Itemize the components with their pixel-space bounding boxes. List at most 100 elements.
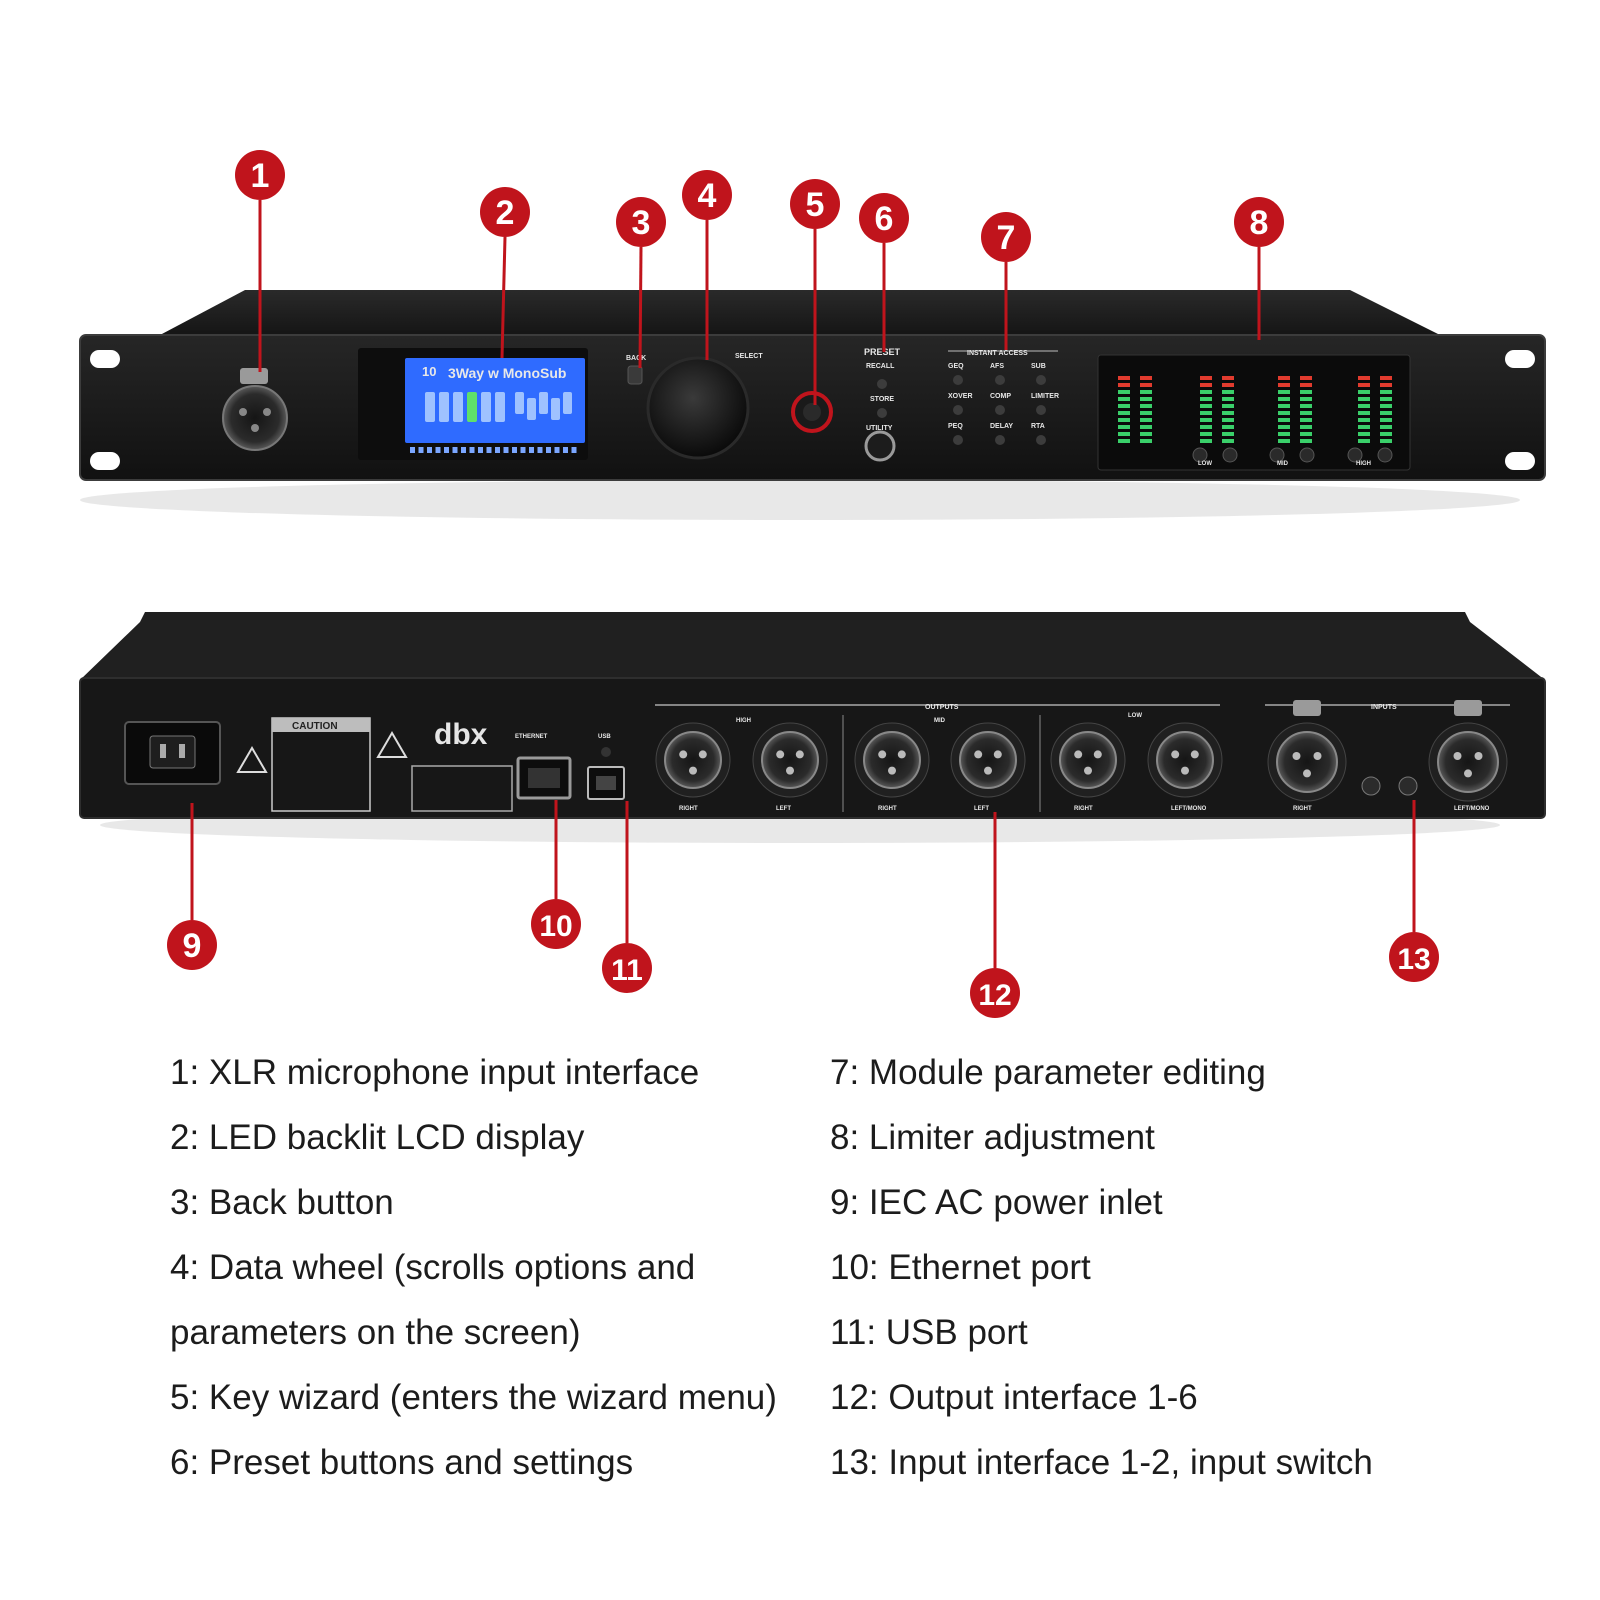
instant-access-button[interactable] — [995, 375, 1005, 385]
legend-item-4: 4: Data wheel (scrolls options and — [170, 1248, 696, 1287]
callout-number: 9 — [183, 927, 202, 965]
input-jack-label: RIGHT — [1293, 806, 1312, 812]
instant-access-button[interactable] — [1036, 435, 1046, 445]
svg-text:LOW: LOW — [1128, 713, 1142, 719]
legend-item-13: 13: Input interface 1-2, input switch — [830, 1443, 1373, 1482]
caution-label: CAUTION — [236, 717, 408, 812]
legend-item-2: 2: LED backlit LCD display — [170, 1118, 585, 1157]
callout-number: 4 — [698, 177, 717, 215]
instant-access-button[interactable] — [1036, 375, 1046, 385]
legend-item-5: 5: Key wizard (enters the wizard menu) — [170, 1378, 777, 1417]
instant-access-label: COMP — [990, 393, 1011, 400]
output-xlr-jack — [950, 722, 1026, 798]
instant-access-button[interactable] — [953, 435, 963, 445]
output-xlr-jack — [752, 722, 828, 798]
instant-access-label: LIMITER — [1031, 393, 1059, 400]
front-xlr-connector — [222, 368, 288, 451]
svg-text:OUTPUTS: OUTPUTS — [925, 704, 959, 711]
input-jack-label: LEFT/MONO — [1454, 806, 1490, 812]
back-button[interactable]: BACK — [626, 355, 646, 385]
svg-text:UTILITY: UTILITY — [866, 425, 893, 432]
lcd-title: 3Way w MonoSub — [448, 365, 566, 381]
callout-number: 2 — [496, 194, 515, 232]
callout-marker: 7 — [981, 212, 1031, 262]
usb-port: USB — [587, 734, 625, 800]
callout-marker: 10 — [531, 899, 581, 949]
callout-marker: 13 — [1389, 932, 1439, 982]
callout-number: 5 — [806, 186, 825, 224]
legend-item-1: 1: XLR microphone input interface — [170, 1053, 700, 1092]
svg-text:MID: MID — [1277, 461, 1289, 467]
instant-access-section: INSTANT ACCESS GEQ AFS SUB XOVER COMP LIMITER… — [948, 350, 1059, 445]
brand-logo: dbx — [434, 718, 488, 751]
callout-marker: 11 — [602, 943, 652, 993]
lcd-graphics — [410, 392, 577, 453]
wizard-button[interactable] — [791, 391, 833, 433]
callout-leaders — [190, 200, 1416, 968]
instant-access-button[interactable] — [953, 375, 963, 385]
callout-marker: 12 — [970, 968, 1020, 1018]
callout-marker: 9 — [167, 920, 217, 970]
legend-item-8: 8: Limiter adjustment — [830, 1118, 1155, 1157]
svg-text:LOW: LOW — [1198, 461, 1212, 467]
callout-leader-line — [638, 246, 643, 369]
instant-access-label: DELAY — [990, 423, 1013, 430]
instant-access-button[interactable] — [995, 405, 1005, 415]
output-xlr-jack — [854, 722, 930, 798]
instant-access-label: AFS — [990, 363, 1004, 370]
instant-access-button[interactable] — [1036, 405, 1046, 415]
svg-text:BACK: BACK — [626, 355, 646, 362]
instant-access-label: SUB — [1031, 363, 1046, 370]
callout-marker: 4 — [682, 170, 732, 220]
output-xlr-jack — [655, 722, 731, 798]
callout-marker: 1 — [235, 150, 285, 200]
legend-right-column: 7: Module parameter editing 8: Limiter a… — [830, 1040, 1470, 1495]
utility-button[interactable] — [864, 430, 896, 462]
input-xlr-jack — [1428, 722, 1508, 802]
svg-text:MID: MID — [934, 718, 946, 724]
instant-access-label: RTA — [1031, 423, 1045, 430]
output-jack-label: LEFT/MONO — [1171, 806, 1207, 812]
preset-section: PRESET RECALL STORE UTILITY — [864, 347, 901, 462]
svg-text:SELECT: SELECT — [735, 353, 763, 360]
legend-item-11: 11: USB port — [830, 1313, 1028, 1352]
store-button[interactable] — [877, 408, 887, 418]
instant-access-button[interactable] — [995, 435, 1005, 445]
callout-number: 10 — [539, 910, 572, 943]
input-switch-1[interactable] — [1361, 776, 1381, 796]
ethernet-port: ETHERNET — [515, 734, 572, 800]
legend: 1: XLR microphone input interface 2: LED… — [0, 1040, 1600, 1520]
callout-number: 7 — [997, 219, 1016, 257]
callout-number: 12 — [978, 979, 1011, 1012]
legend-item-3: 3: Back button — [170, 1183, 394, 1222]
recall-button[interactable] — [877, 379, 887, 389]
svg-text:ETHERNET: ETHERNET — [515, 734, 548, 740]
iec-power-inlet — [124, 721, 221, 785]
spec-label — [411, 765, 513, 812]
callout-number: 6 — [875, 200, 894, 238]
svg-text:PRESET: PRESET — [864, 347, 901, 357]
callout-leader-line — [500, 236, 507, 359]
output-jack-label: RIGHT — [1074, 806, 1093, 812]
instant-access-button[interactable] — [953, 405, 963, 415]
svg-text:CAUTION: CAUTION — [292, 721, 338, 732]
svg-text:INSTANT ACCESS: INSTANT ACCESS — [967, 350, 1028, 357]
legend-item-12: 12: Output interface 1-6 — [830, 1378, 1198, 1417]
svg-text:INPUTS: INPUTS — [1371, 704, 1397, 711]
output-jack-label: LEFT — [974, 806, 989, 812]
legend-item-10: 10: Ethernet port — [830, 1248, 1091, 1287]
callout-marker: 5 — [790, 179, 840, 229]
svg-text:HIGH: HIGH — [736, 718, 751, 724]
data-wheel[interactable]: SELECT — [646, 353, 763, 460]
legend-item-7: 7: Module parameter editing — [830, 1053, 1266, 1092]
legend-item-6: 6: Preset buttons and settings — [170, 1443, 634, 1482]
instant-access-label: XOVER — [948, 393, 973, 400]
lcd-display: 10 3Way w MonoSub — [358, 348, 588, 460]
instant-access-label: GEQ — [948, 363, 964, 370]
callout-marker: 6 — [859, 193, 909, 243]
callout-number: 8 — [1250, 204, 1269, 242]
input-switch-2[interactable] — [1398, 776, 1418, 796]
inputs-section: INPUTS RIGHT LEFT/MONO — [1265, 700, 1510, 812]
